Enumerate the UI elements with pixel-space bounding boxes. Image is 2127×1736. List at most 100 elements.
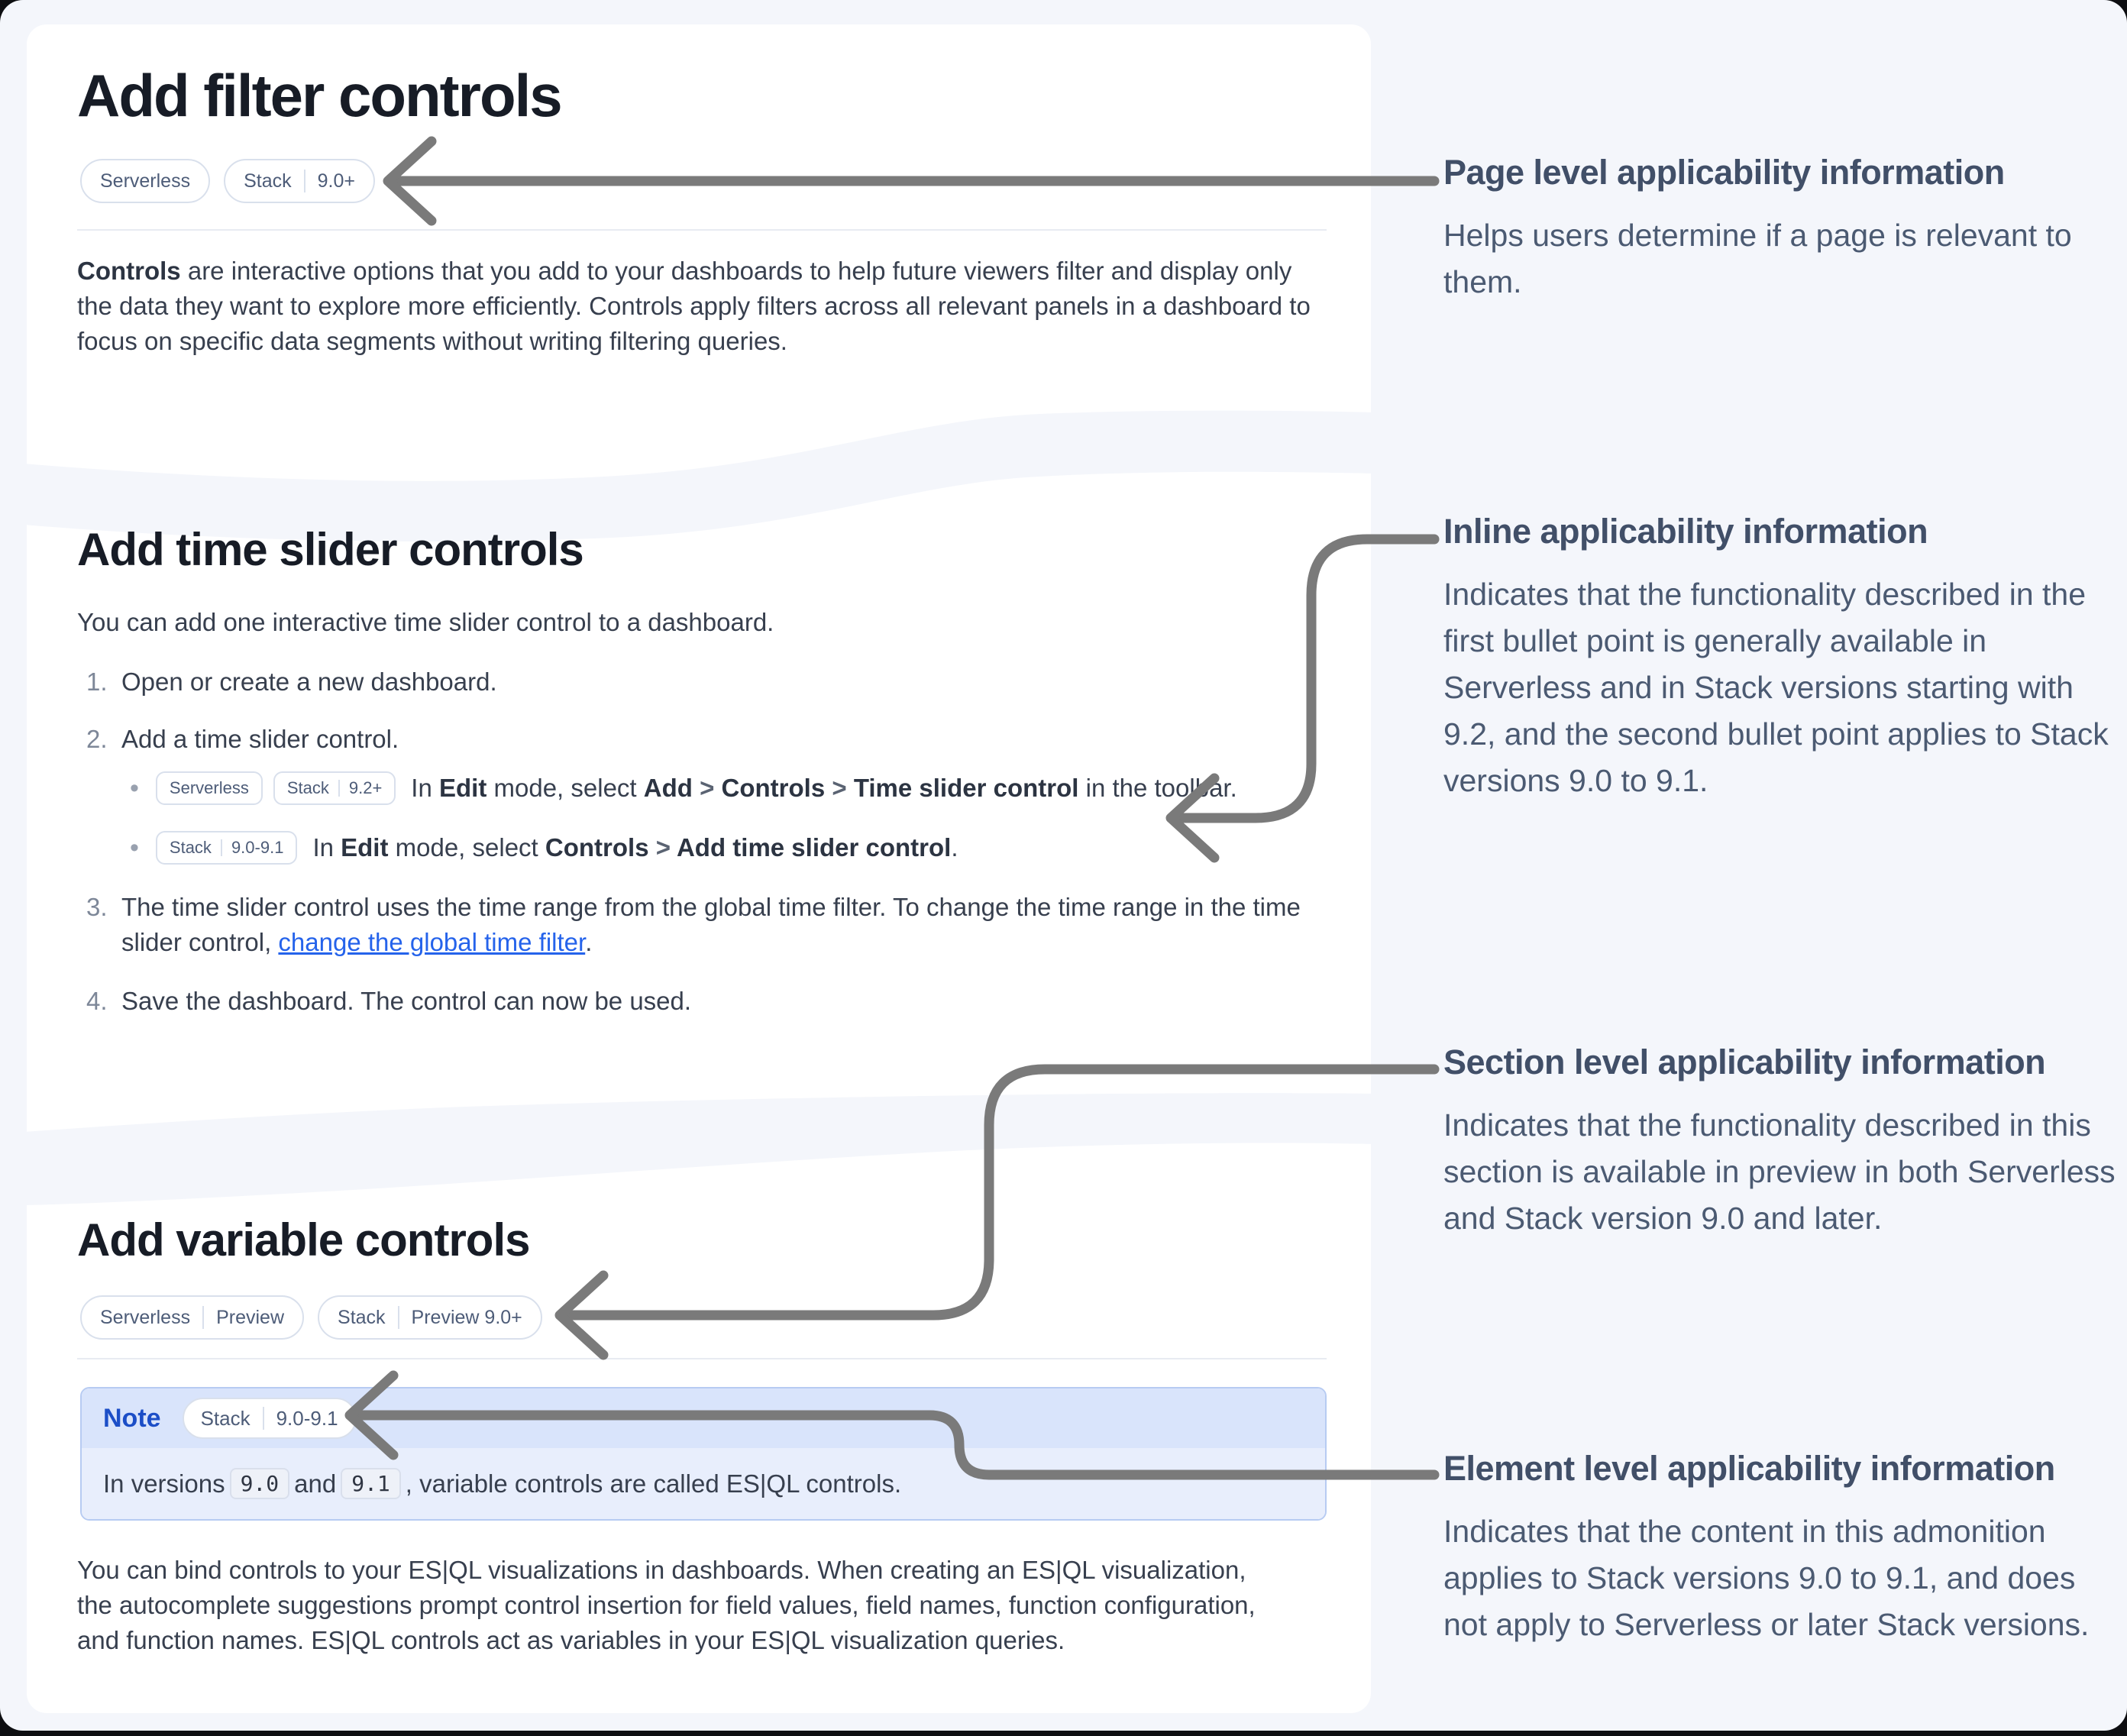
step-text: The time slider control uses the time ra… (121, 890, 1313, 960)
bullet-item-1: • Serverless Stack 9.2+ In Edit mode, sele… (130, 771, 1237, 805)
ordered-step-4: 4. Save the dashboard. The control can n… (86, 984, 691, 1019)
step-number: 4. (86, 987, 108, 1015)
inline-badges: Serverless Stack 9.2+ (155, 771, 396, 805)
text: You can bind controls to your ES|QL visu… (77, 1556, 1256, 1654)
annotation-title: Section level applicability information (1443, 1043, 2046, 1081)
annotation-title: Page level applicability information (1443, 153, 2005, 192)
section-title-time-slider: Add time slider controls (77, 524, 584, 575)
bold-text: Controls (545, 833, 649, 862)
text: . (585, 928, 593, 956)
ordered-step-3: 3. The time slider control uses the time… (86, 890, 1313, 960)
text: , variable controls are called ES|QL con… (405, 1469, 902, 1498)
badge-divider (262, 1407, 264, 1430)
section-badges: Serverless Preview Stack Preview 9.0+ (80, 1295, 542, 1340)
badge-label: Serverless (100, 170, 191, 192)
annotation-body: Indicates that the functionality describ… (1443, 1107, 2116, 1236)
step-number: 2. (86, 725, 108, 753)
code-chip: 9.1 (341, 1468, 401, 1499)
code-chip: 9.0 (229, 1468, 290, 1499)
annotation-element-level: Element level applicability information … (1443, 1449, 2116, 1648)
applicability-badge[interactable]: Stack 9.0-9.1 (182, 1398, 357, 1439)
annotation-body: Indicates that the content in this admon… (1443, 1514, 2090, 1642)
bold-text: Add time slider control (676, 833, 952, 862)
text: mode, select (486, 774, 644, 802)
badge-label: Preview 9.0+ (411, 1306, 522, 1328)
breadcrumb-separator: > (648, 833, 677, 862)
step-text: Save the dashboard. The control can now … (121, 984, 691, 1019)
annotation-section-level: Section level applicability information … (1443, 1043, 2116, 1242)
text: In (312, 833, 341, 862)
bold-text: Edit (341, 833, 389, 862)
badge-label: Serverless (169, 778, 249, 797)
applicability-badge[interactable]: Stack 9.0-9.1 (155, 831, 298, 865)
badge-divider (397, 1306, 399, 1329)
text: Save the dashboard. The control can now … (121, 987, 692, 1015)
text: are interactive options that you add to … (77, 257, 1311, 355)
step-text: Open or create a new dashboard. (121, 664, 497, 700)
badge-label: Stack (286, 778, 329, 797)
section-intro: You can add one interactive time slider … (77, 608, 774, 636)
bold-text: Controls (77, 257, 181, 285)
applicability-badge[interactable]: Serverless (80, 159, 211, 203)
closing-paragraph: You can bind controls to your ES|QL visu… (77, 1553, 1276, 1658)
text: In versions (103, 1469, 225, 1498)
applicability-badge[interactable]: Serverless (155, 771, 263, 805)
badge-divider (303, 170, 305, 192)
annotation-page-level: Page level applicability information Hel… (1443, 153, 2116, 305)
intro-paragraph: Controls are interactive options that yo… (77, 254, 1330, 359)
bullet-icon: • (130, 773, 139, 803)
bullet-text: In Edit mode, select Add > Controls > Ti… (411, 774, 1236, 803)
badge-label: Stack (169, 838, 212, 857)
bold-text: Edit (439, 774, 487, 802)
note-body: In versions 9.0 and 9.1, variable contro… (82, 1448, 1325, 1519)
annotation-body: Indicates that the functionality describ… (1443, 577, 2109, 798)
ordered-step-1: 1. Open or create a new dashboard. (86, 664, 497, 700)
applicability-badge[interactable]: Stack 9.2+ (273, 771, 396, 805)
text: in the toolbar. (1078, 774, 1237, 802)
bold-text: Add (643, 774, 693, 802)
bullet-icon: • (130, 832, 139, 862)
ordered-step-2: 2. Add a time slider control. (86, 722, 399, 757)
text: The time slider control uses the time ra… (121, 893, 1301, 956)
inline-badges: Stack 9.0-9.1 (155, 831, 298, 865)
bold-text: Controls (721, 774, 826, 802)
wave-divider (24, 1093, 1374, 1205)
step-number: 3. (86, 893, 108, 921)
badge-label: Stack (338, 1306, 386, 1328)
text: Open or create a new dashboard. (121, 668, 497, 696)
annotation-title: Element level applicability information (1443, 1449, 2055, 1488)
badge-label: 9.0-9.1 (276, 1406, 338, 1430)
text: and (294, 1469, 337, 1498)
bullet-text: In Edit mode, select Controls > Add time… (312, 833, 958, 862)
text: Add a time slider control. (121, 725, 399, 753)
note-header: Note Stack 9.0-9.1 (82, 1388, 1325, 1448)
badge-divider (338, 780, 340, 797)
note-label: Note (103, 1403, 161, 1433)
page-title: Add filter controls (77, 62, 563, 129)
badge-label: Preview (216, 1306, 285, 1328)
divider (77, 229, 1327, 231)
applicability-badge[interactable]: Stack Preview 9.0+ (318, 1295, 542, 1340)
note-badges: Stack 9.0-9.1 (182, 1398, 357, 1439)
step-text: Add a time slider control. (121, 722, 399, 757)
badge-divider (202, 1306, 205, 1329)
badge-label: 9.2+ (348, 778, 383, 797)
badge-label: Stack (200, 1406, 251, 1430)
annotation-title: Inline applicability information (1443, 512, 1928, 551)
text: mode, select (388, 833, 545, 862)
annotation-inline: Inline applicability information Indicat… (1443, 512, 2116, 804)
applicability-badge[interactable]: Serverless Preview (80, 1295, 305, 1340)
inline-link[interactable]: change the global time filter (278, 928, 586, 956)
divider (77, 1358, 1327, 1359)
badge-label: Serverless (100, 1306, 191, 1328)
badge-divider (220, 839, 222, 856)
note-admonition: Note Stack 9.0-9.1 In versions 9.0 and 9.… (80, 1387, 1327, 1521)
annotation-body: Helps users determine if a page is relev… (1443, 218, 2072, 299)
badge-label: 9.0-9.1 (231, 838, 284, 857)
bold-text: Time slider control (853, 774, 1079, 802)
